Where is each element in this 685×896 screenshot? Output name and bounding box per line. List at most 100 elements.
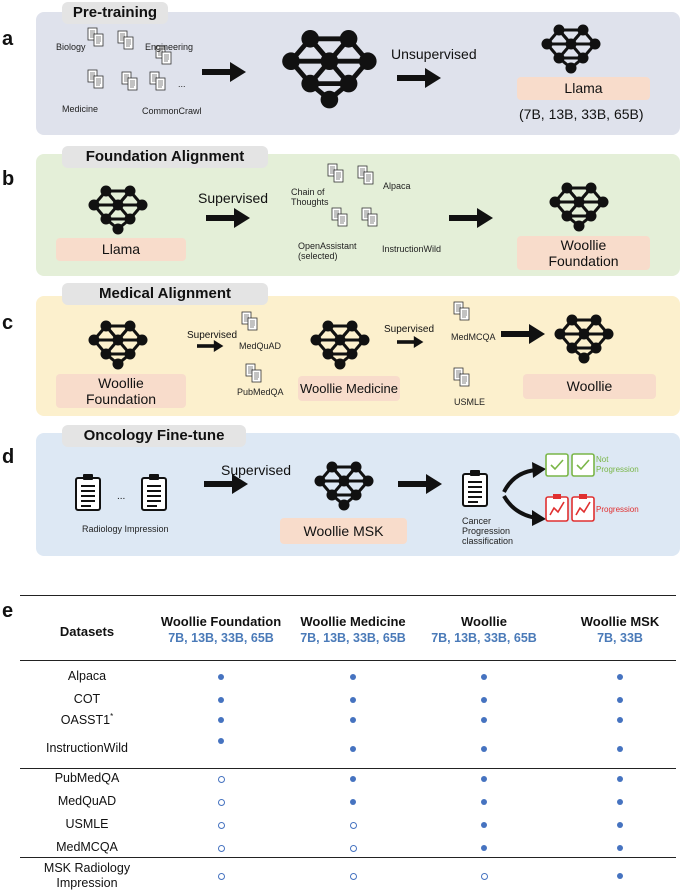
medical-docs-2-icon xyxy=(454,302,484,392)
supervised-label: Supervised xyxy=(187,330,238,341)
doc-label-openassistant-line1: OpenAssistant xyxy=(298,241,357,251)
supervised-label: Supervised xyxy=(221,462,292,478)
column-title: Woollie MSK xyxy=(580,614,660,629)
column-title: Woollie xyxy=(461,614,507,629)
row-label: USMLE xyxy=(65,817,109,831)
llama-sizes: (7B, 13B, 33B, 65B) xyxy=(519,106,644,122)
clipboard-icon xyxy=(462,469,488,507)
cancer-progression-label: Cancer Progression classification xyxy=(462,516,513,546)
column-title: Woollie Medicine xyxy=(300,614,406,629)
doc-label-usmle: USMLE xyxy=(454,397,486,407)
table-top-rule xyxy=(20,595,676,596)
column-model-sizes: 7B, 13B, 33B, 65B xyxy=(431,631,537,645)
arrow-icon xyxy=(398,474,442,494)
medical-docs-1-icon xyxy=(242,312,272,392)
neural-network-icon xyxy=(553,313,615,365)
included-dot xyxy=(350,746,356,752)
woollie-msk-pill: Woollie MSK xyxy=(280,518,407,544)
woollie-foundation-pill: Woollie Foundation xyxy=(517,236,650,270)
alignment-docs-icon xyxy=(328,164,428,244)
included-dot xyxy=(617,845,623,851)
included-dot xyxy=(617,822,623,828)
excluded-circle xyxy=(350,822,357,829)
doc-label-medquad: MedQuAD xyxy=(239,341,282,351)
arrow-icon xyxy=(206,208,250,228)
included-dot xyxy=(350,697,356,703)
unsupervised-label: Unsupervised xyxy=(391,46,477,62)
woollie-foundation-input-pill: Woollie Foundation xyxy=(56,374,186,408)
included-dot xyxy=(350,799,356,805)
doc-label-openassistant-line2: (selected) xyxy=(298,251,338,261)
medical-alignment-tab: Medical Alignment xyxy=(62,283,268,305)
foundation-alignment-tab: Foundation Alignment xyxy=(62,146,268,168)
included-dot xyxy=(481,776,487,782)
arrow-icon xyxy=(397,336,424,348)
row-label-line1: MSK Radiology xyxy=(43,861,131,875)
woollie-foundation-line2: Foundation xyxy=(548,253,619,269)
not-progression-label: Not Progression xyxy=(596,455,639,475)
trend-clipboard-icon xyxy=(545,494,595,522)
doc-label-openassistant: OpenAssistant (selected) xyxy=(298,241,357,261)
doc-label-medmcqa: MedMCQA xyxy=(451,332,496,342)
arrow-icon xyxy=(397,68,441,88)
woollie-pill: Woollie xyxy=(523,374,656,399)
not-progression-line2: Progression xyxy=(596,465,639,474)
included-dot xyxy=(481,717,487,723)
included-dot xyxy=(481,799,487,805)
task-line3: classification xyxy=(462,536,514,546)
woollie-foundation-line1: Woollie xyxy=(560,237,607,253)
row-label: Alpaca xyxy=(67,669,107,683)
included-dot xyxy=(617,746,623,752)
included-dot xyxy=(218,697,224,703)
msk-rule xyxy=(20,857,676,858)
doc-label-ellipsis: ... xyxy=(178,79,186,89)
excluded-circle xyxy=(218,799,225,806)
supervised-label: Supervised xyxy=(198,190,269,206)
doc-label-pubmedqa: PubMedQA xyxy=(237,387,284,397)
progression-label: Progression xyxy=(596,505,639,514)
arrow-icon xyxy=(449,208,493,228)
doc-label-engineering: Engineering xyxy=(145,42,194,52)
task-line1: Cancer xyxy=(462,516,492,526)
excluded-circle xyxy=(218,845,225,852)
woollie-foundation-input-line1: Woollie xyxy=(98,375,144,391)
included-dot xyxy=(350,776,356,782)
excluded-circle xyxy=(481,873,488,880)
included-dot xyxy=(481,845,487,851)
not-progression-line1: Not xyxy=(596,455,609,464)
neural-network-icon xyxy=(309,319,371,371)
check-clipboard-icon xyxy=(545,453,595,477)
header-rule xyxy=(20,660,676,661)
branch-arrows-icon xyxy=(502,462,546,526)
row-label: MedMCQA xyxy=(56,840,118,854)
arrow-icon xyxy=(197,340,224,352)
panel-a-letter: a xyxy=(2,28,14,50)
included-dot xyxy=(481,822,487,828)
datasets-header: Datasets xyxy=(59,624,115,639)
excluded-circle xyxy=(350,873,357,880)
doc-label-commoncrawl: CommonCrawl xyxy=(142,106,202,116)
row-label: MedQuAD xyxy=(57,794,117,808)
row-label: PubMedQA xyxy=(54,771,120,785)
clipboard-icon xyxy=(75,473,101,511)
doc-label-cot-line2: Thoughts xyxy=(291,197,329,207)
panel-c-letter: c xyxy=(2,312,14,334)
included-dot xyxy=(350,674,356,680)
row-label-footnote: * xyxy=(110,712,114,721)
column-model-sizes: 7B, 13B, 33B, 65B xyxy=(168,631,274,645)
included-dot xyxy=(481,674,487,680)
row-label: COT xyxy=(73,692,101,706)
excluded-circle xyxy=(350,845,357,852)
row-label: InstructionWild xyxy=(46,741,128,755)
included-dot xyxy=(617,873,623,879)
included-dot xyxy=(218,717,224,723)
panel-e-letter: e xyxy=(2,600,14,622)
doc-label-instructionwild: InstructionWild xyxy=(382,244,442,254)
doc-label-biology: Biology xyxy=(56,42,86,52)
neural-network-icon xyxy=(87,184,149,236)
included-dot xyxy=(617,776,623,782)
excluded-circle xyxy=(218,776,225,783)
llama-pill: Llama xyxy=(517,77,650,100)
woollie-medicine-pill: Woollie Medicine xyxy=(298,376,400,401)
column-model-sizes: 7B, 33B xyxy=(597,631,643,645)
